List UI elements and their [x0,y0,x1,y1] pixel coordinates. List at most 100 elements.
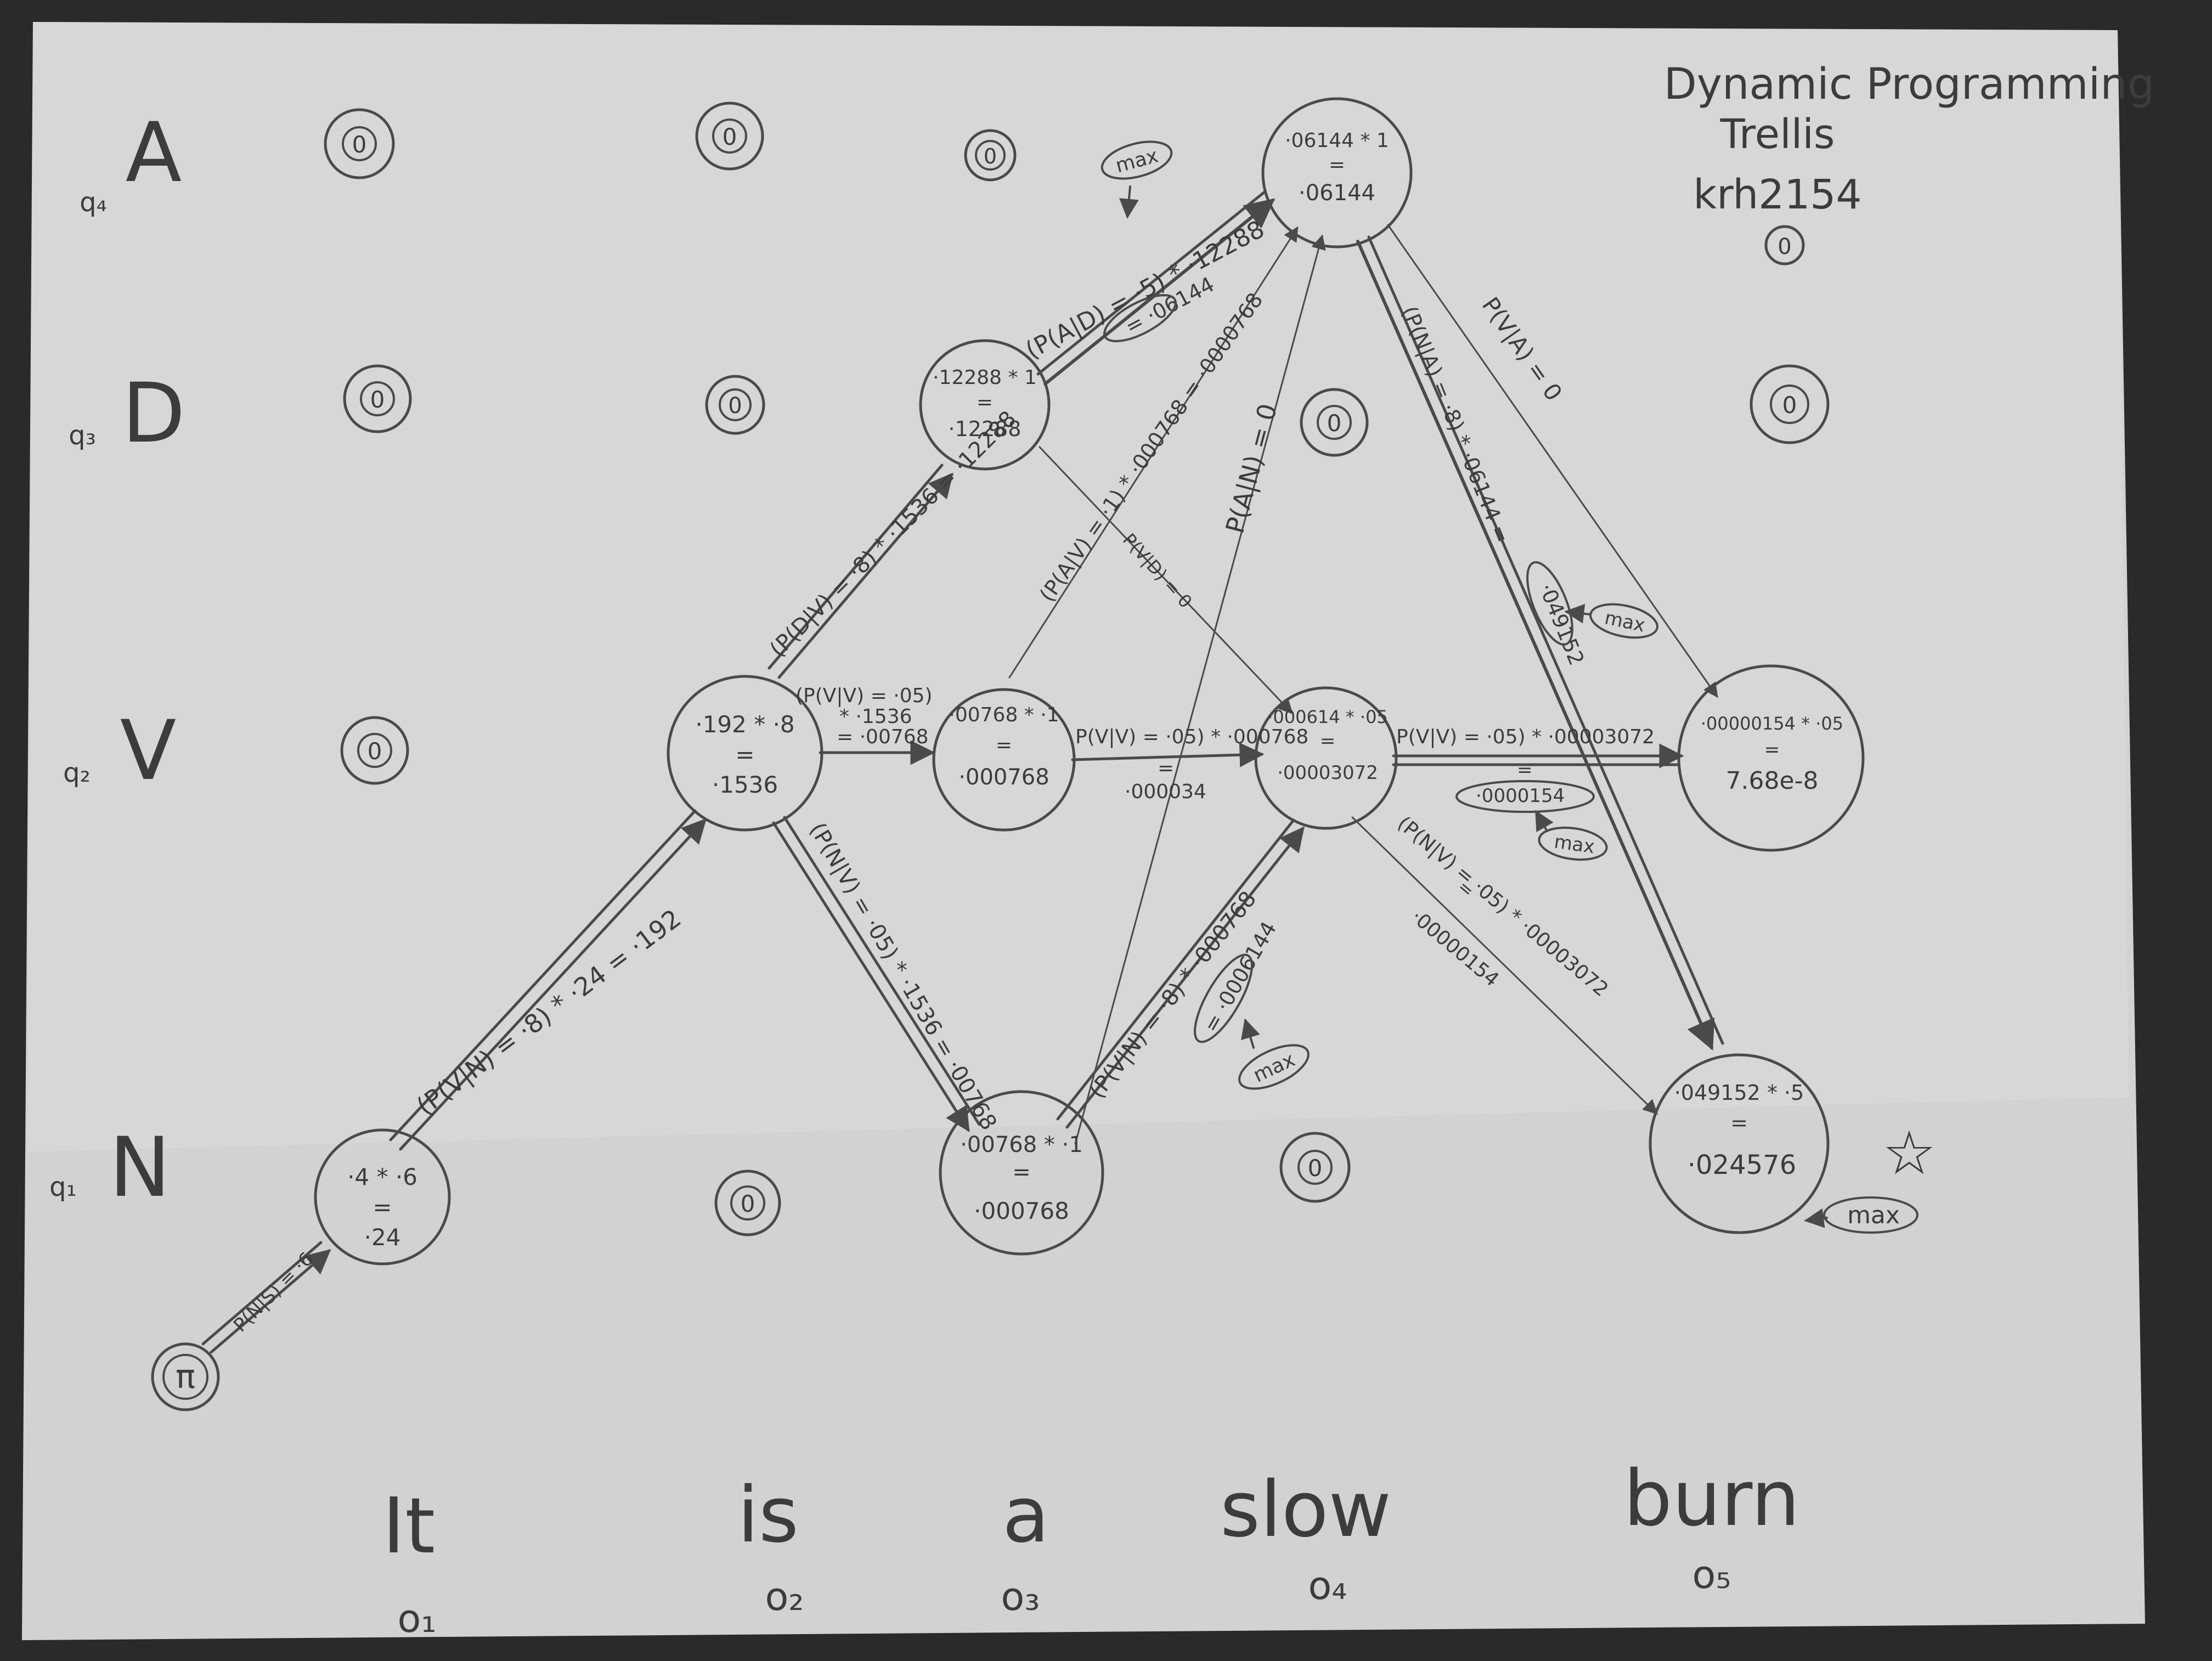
svg-text:max: max [1847,1201,1900,1229]
svg-text:=: = [996,734,1012,756]
title-zero: 0 [1778,234,1791,259]
node-n1: ·4 * ·6 = ·24 [314,1128,451,1265]
node-v4: ·000614 * ·05 = ·00003072 [1254,686,1398,830]
title-zero-circle [1764,225,1805,265]
zero-nodes: 0 0 0 0 0 0 0 0 0 0 [324,101,1830,1236]
state-label-v: V [120,703,177,799]
obs-o1: o₁ [398,1596,437,1641]
title-block: Dynamic Programming Trellis krh2154 0 [1664,60,2154,265]
max-tag-n5: max [1804,1196,1918,1234]
svg-text:·000614 * ·05: ·000614 * ·05 [1267,707,1388,727]
svg-text:=: = [735,741,754,768]
zero-node-d1: 0 [343,364,412,433]
zero-node-n4: 0 [1279,1132,1351,1203]
node-n3: ·00768 * ·1 = ·000768 [939,1090,1104,1256]
edge-v3-v4 [1071,742,1265,767]
svg-text:·12288: ·12288 [949,417,1022,441]
zero-node-d5: 0 [1750,364,1830,444]
state-q-v: q₂ [63,758,91,788]
edge-a4-n5 [1356,240,1715,1050]
label-v4-v5-result: ·0000154 [1476,785,1565,807]
circled-049152 [1526,561,1573,646]
svg-text:7.68e-8: 7.68e-8 [1726,767,1819,795]
svg-text:=: = [373,1194,392,1221]
state-q-n: q₁ [49,1172,77,1202]
label-v2-v3-a: (P(V|V) = ·05) [795,685,933,707]
edge-n3-v4 [1065,826,1305,1129]
svg-text:0: 0 [1782,392,1797,419]
svg-text:=: = [1012,1160,1031,1185]
label-v2-v3-c: = ·00768 [837,726,929,748]
node-a4: ·06144 * 1 = ·06144 [1261,97,1413,248]
edges [201,190,1724,1354]
obs-o5: o₅ [1692,1552,1731,1597]
label-v4-v5: P(V|V) = ·05) * ·00003072 [1396,726,1655,748]
svg-text:·00768 * ·1: ·00768 * ·1 [949,704,1059,726]
edge-v3-a4 [1008,226,1299,679]
state-q-a: q₄ [80,187,107,218]
svg-text:·06144: ·06144 [1299,180,1375,206]
zero-node-d2: 0 [705,375,765,435]
word-it: It [382,1482,435,1571]
svg-text:·000768: ·000768 [958,765,1049,790]
obs-o2: o₂ [765,1574,804,1619]
svg-text:0: 0 [1308,1155,1323,1182]
word-a: a [1002,1471,1049,1560]
svg-text:·049152 * ·5: ·049152 * ·5 [1674,1081,1804,1105]
zero-node-a1: 0 [324,108,395,179]
svg-text:0: 0 [1327,410,1342,437]
edge-v2-d3 [777,472,953,679]
edge-d3-a4 [1043,198,1276,386]
zero-node-n2: 0 [714,1170,781,1236]
label-v2-v3-b: * ·1536 [839,705,912,728]
word-is: is [737,1471,799,1560]
pi-start-node: π [151,1342,220,1411]
edge-n3-a4 [1074,234,1326,1145]
svg-text:0: 0 [741,1190,755,1217]
obs-o3: o₃ [1001,1574,1040,1619]
obs-o4: o₄ [1308,1563,1347,1608]
svg-text:0: 0 [368,738,382,765]
author-uni: krh2154 [1693,171,1861,218]
zero-node-a2: 0 [695,101,764,171]
zero-node-d4: 0 [1300,388,1369,457]
state-label-n: N [109,1120,171,1216]
state-label-d: D [122,366,185,461]
value-nodes: ·4 * ·6 = ·24 ·192 * ·8 = ·1536 ·12288 *… [314,97,1865,1265]
svg-text:·12288 * 1: ·12288 * 1 [933,366,1037,389]
svg-text:·00768 * ·1: ·00768 * ·1 [960,1132,1083,1157]
svg-text:=: = [977,391,993,414]
edge-v2-n3 [772,821,970,1132]
svg-text:=: = [1730,1111,1748,1135]
label-v3-v4: P(V|V) = ·05) * ·000768 [1075,726,1308,748]
label-v3-v4-eq: = [1158,757,1174,779]
svg-text:0: 0 [723,123,737,150]
circled-0006144 [1194,953,1253,1043]
title-line2: Trellis [1720,111,1835,158]
zero-node-a3: 0 [964,129,1017,182]
svg-text:·06144 * 1: ·06144 * 1 [1285,129,1389,152]
word-burn: burn [1623,1454,1799,1544]
svg-text:=: = [1329,154,1345,176]
svg-text:0: 0 [984,144,997,168]
svg-text:·00003072: ·00003072 [1277,762,1378,784]
svg-text:0: 0 [370,386,385,413]
circled-06144 [1103,294,1177,342]
edge-v4-n5 [1351,816,1658,1115]
circled-results [1103,294,1595,1043]
state-labels: A q₄ D q₃ V q₂ N q₁ [49,105,185,1216]
svg-text:·24: ·24 [364,1224,401,1251]
edge-n1-v2 [399,818,707,1151]
node-n5: ·049152 * ·5 = ·024576 [1649,1053,1830,1234]
svg-text:·4 * ·6: ·4 * ·6 [347,1163,417,1190]
svg-text:·1536: ·1536 [712,771,778,798]
svg-text:0: 0 [728,393,742,419]
node-v2: ·192 * ·8 = ·1536 [667,675,823,832]
svg-text:=: = [1320,730,1336,752]
edge-d3-v4 [1039,446,1293,714]
svg-text:0: 0 [352,131,367,158]
label-v3-v4-result: ·000034 [1125,781,1206,803]
zero-node-v1: 0 [340,716,409,785]
